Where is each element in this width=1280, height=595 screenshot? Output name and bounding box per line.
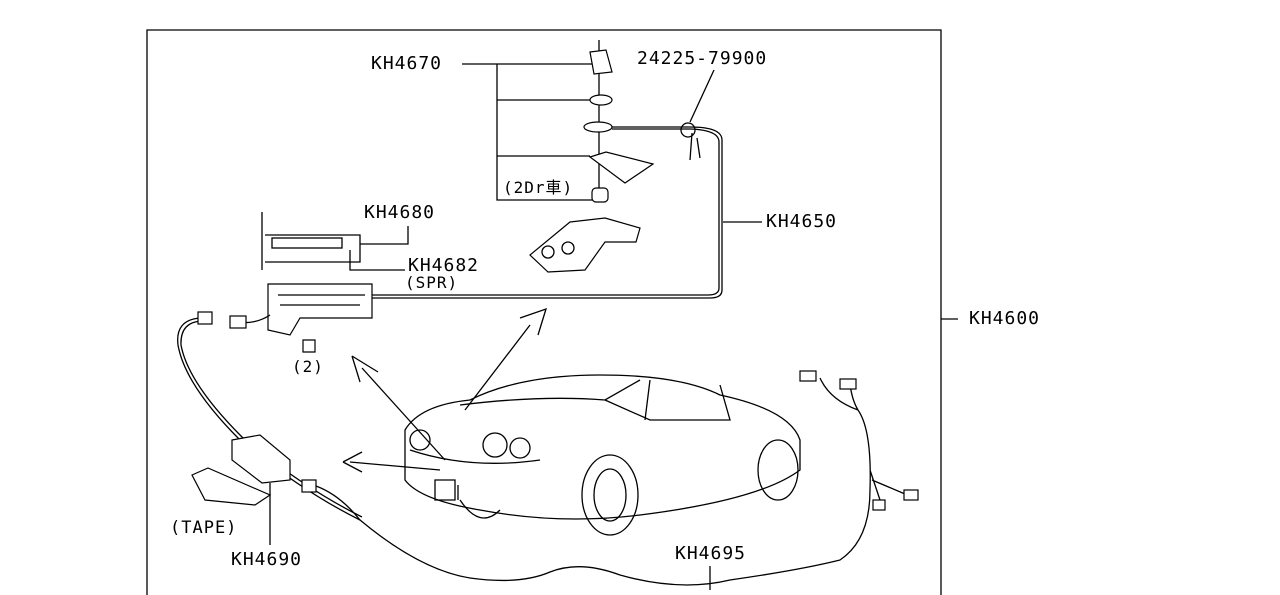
- module-kh4690: [231, 434, 291, 545]
- tape-part: [191, 467, 272, 506]
- label-tape: (TAPE): [170, 518, 238, 538]
- label-kh4600: KH4600: [969, 308, 1041, 329]
- leader-kh4670: [462, 63, 598, 201]
- label-kh4682: KH4682: [408, 255, 480, 276]
- label-qty-2: (2): [292, 357, 324, 376]
- cable-kh4650: [370, 126, 723, 299]
- harness-right: [799, 370, 919, 511]
- label-2dr: (2Dr車): [503, 178, 574, 197]
- car-illustration: [404, 374, 801, 536]
- cable-kh4650-inner: [370, 128, 720, 296]
- harness-left: [177, 317, 871, 586]
- label-kh4690: KH4690: [231, 549, 303, 570]
- trunk-latch: [267, 283, 373, 353]
- leader-24225: [689, 69, 715, 123]
- label-kh4695: KH4695: [675, 543, 747, 564]
- label-kh4650: KH4650: [766, 211, 838, 232]
- label-spr: (SPR): [405, 273, 459, 292]
- pointer-arrows: [342, 307, 547, 473]
- latch-detail: [261, 212, 409, 271]
- label-24225-79900: 24225-79900: [637, 48, 768, 69]
- label-kh4670: KH4670: [371, 53, 443, 74]
- diagram-frame: [146, 29, 942, 595]
- label-kh4680: KH4680: [364, 202, 436, 223]
